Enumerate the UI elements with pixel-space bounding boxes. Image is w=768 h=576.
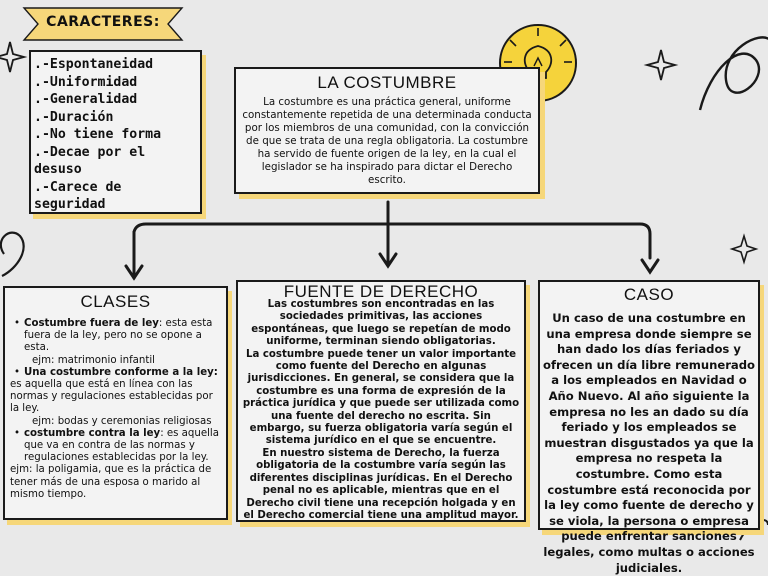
bullet-icon: •: [13, 427, 20, 439]
bullet-icon: •: [13, 366, 20, 378]
sparkle-icon: [643, 49, 679, 81]
caracteres-banner: CARACTERES:: [22, 4, 184, 44]
caracteres-card: .-Espontaneidad .-Uniformidad .-Generali…: [29, 50, 202, 214]
example-text: ejm: la poligamia, que es la práctica de…: [10, 464, 212, 500]
sparkle-icon: [0, 41, 28, 73]
example-text: ejm: bodas y ceremonias religiosas: [32, 415, 212, 427]
list-item: .-Uniformidad: [34, 74, 138, 90]
banner-title: CARACTERES:: [46, 14, 160, 30]
caracteres-list: .-Espontaneidad .-Uniformidad .-Generali…: [34, 56, 197, 214]
list-item: .-Carece de seguridad: [34, 179, 122, 213]
doodle-layer: [0, 24, 768, 541]
costumbre-title: LA COSTUMBRE: [317, 73, 457, 92]
caso-title: CASO: [623, 285, 675, 304]
fuente-paragraph-2: La costumbre puede tener un valor import…: [242, 348, 520, 447]
bullet-text: : es aquella que va en contra de las nor…: [24, 427, 220, 464]
bullet-label: Costumbre fuera de ley: [24, 318, 159, 329]
clases-card: CLASES • Costumbre fuera de ley: esta es…: [3, 286, 228, 520]
swirl-doodle: [0, 231, 25, 277]
loop-doodle: [698, 36, 768, 111]
example-text: ejm: matrimonio infantil: [32, 354, 156, 366]
connector-lines: [124, 200, 660, 281]
bullet-label: Una costumbre conforme a la ley: [24, 366, 214, 378]
banner-shape: [22, 7, 184, 41]
list-item: • costumbre contra la ley: es aquella qu…: [10, 428, 221, 465]
clases-title: CLASES: [80, 292, 151, 311]
list-item: .-Espontaneidad: [34, 57, 154, 72]
fuente-paragraph-3: En nuestro sistema de Derecho, la fuerza…: [243, 447, 519, 521]
fuente-card: FUENTE DE DERECHO Las costumbres son enc…: [236, 280, 526, 522]
list-item: .-Generalidad: [34, 92, 138, 107]
costumbre-card: LA COSTUMBRE La costumbre es una práctic…: [234, 67, 540, 194]
bullet-text: : esta esta fuera de la ley, pero no se …: [24, 318, 213, 354]
fuente-title: FUENTE DE DERECHO: [283, 282, 479, 301]
list-item: .-Decae por el desuso: [34, 144, 146, 178]
costumbre-text: La costumbre es una práctica general, un…: [242, 96, 532, 186]
bullet-text: es aquella que está en línea con las nor…: [10, 379, 213, 415]
fuente-paragraph-1: Las costumbres son encontradas en las so…: [251, 299, 511, 348]
sparkle-icon: [729, 233, 759, 265]
bullet-label: costumbre contra la ley: [24, 427, 161, 439]
list-item: • Una costumbre conforme a la ley:: [10, 367, 221, 379]
bullet-icon: •: [13, 318, 20, 329]
caso-card: CASO Un caso de una costumbre en una emp…: [538, 280, 760, 575]
list-item: .-No tiene forma: [34, 127, 162, 142]
list-item: .-Duración: [34, 109, 114, 125]
list-item: • Costumbre fuera de ley: esta esta fuer…: [10, 318, 221, 355]
caso-text: Un caso de una costumbre en una empresa …: [543, 311, 755, 575]
